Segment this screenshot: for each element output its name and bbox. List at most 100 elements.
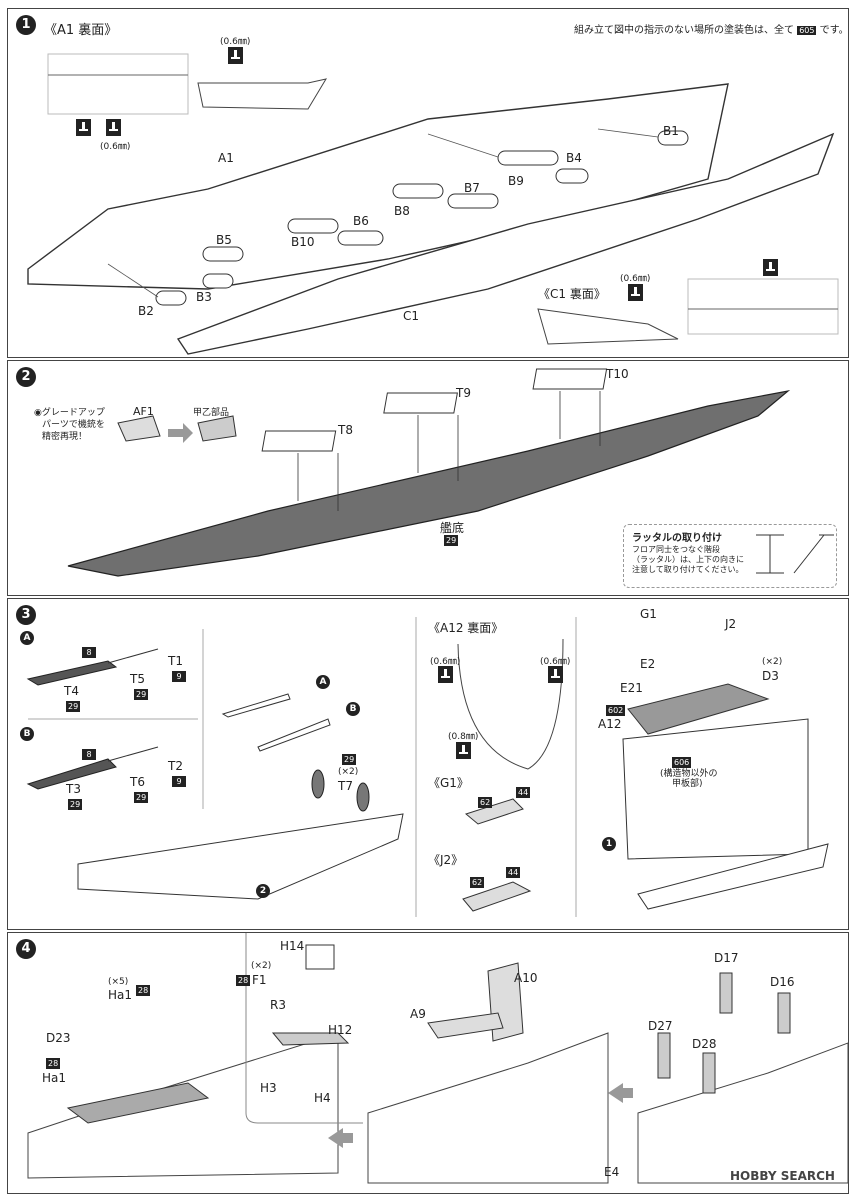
part-a12: A12 (598, 717, 622, 731)
g1-color-chip: 44 (516, 787, 531, 798)
t6-color-chip: 29 (134, 792, 149, 803)
bottom-label: 艦底 (440, 521, 465, 535)
part-h4: H4 (314, 1091, 331, 1105)
part-g1: G1 (640, 607, 657, 621)
ladder-text-line: 注意して取り付けてください。 (632, 565, 744, 574)
part-a10: A10 (514, 971, 538, 985)
part-t5: T5 (130, 672, 145, 686)
part-ha1: Ha1 (108, 988, 133, 1002)
part-a9: A9 (410, 1007, 426, 1021)
part-d3: D3 (762, 669, 779, 683)
propeller-assembly-drawing (26, 617, 829, 917)
part-d16: D16 (770, 975, 795, 989)
drill-mark-icon (548, 666, 563, 683)
drill-note-a1-top: (0.6㎜) (220, 37, 251, 47)
c1-back-label: 《C1 裏面》 (538, 287, 606, 301)
t4-color-chip: 29 (66, 701, 81, 712)
part-b5: B5 (216, 233, 232, 247)
ladder-text: フロア同士をつなぐ階段 （ラッタル）は、上下の向きに 注意して取り付けてください… (632, 545, 744, 575)
drill-mark-icon (106, 119, 121, 136)
part-e2: E2 (640, 657, 656, 671)
drill-note-c1: (0.6㎜) (620, 274, 651, 284)
paint-code-chip: 605 (797, 26, 817, 35)
a1-back-label: 《A1 裏面》 (44, 23, 118, 38)
part-t10: T10 (606, 367, 629, 381)
upgrade-line: ◉グレードアップ (34, 408, 105, 418)
sub-assembly-a-ref: A (316, 675, 330, 689)
part-t8: T8 (338, 423, 353, 437)
j2-color-chip: 62 (470, 877, 485, 888)
drill-08: (0.8㎜) (448, 732, 479, 742)
part-e21: E21 (620, 681, 643, 695)
part-b4: B4 (566, 151, 582, 165)
f1-color-chip: 28 (236, 975, 251, 986)
sub-assembly-b-marker: B (20, 727, 34, 741)
part-b3: B3 (196, 290, 212, 304)
g1-title: 《G1》 (428, 776, 469, 790)
paint-note-suffix: です。 (819, 25, 849, 36)
paint-note-text: 組み立て図中の指示のない場所の塗装色は、全て (574, 25, 794, 36)
part-ha1-left: Ha1 (42, 1071, 67, 1085)
watermark: HOBBY SEARCH (730, 1169, 835, 1183)
part-b1: B1 (663, 124, 679, 138)
t2-color-chip: 9 (172, 776, 186, 787)
part-h12: H12 (328, 1023, 353, 1037)
hull-bottom-drawing (67, 368, 791, 577)
d3-count: (×2) (762, 657, 783, 667)
part-d27: D27 (648, 1019, 673, 1033)
a12-back-label: 《A12 裏面》 (428, 621, 504, 635)
part-t4: T4 (64, 684, 79, 698)
step-number: 3 (16, 605, 36, 625)
deck-note-line: 甲板部) (672, 779, 703, 789)
ladder-diagram (756, 534, 834, 574)
drill-mark-icon (438, 666, 453, 683)
drill-mark-icon (628, 284, 643, 301)
f1-count: (×2) (251, 961, 272, 971)
part-b9: B9 (508, 174, 524, 188)
step-1-ref: 1 (602, 837, 616, 851)
step-2-ref: 2 (256, 884, 270, 898)
a12-color-chip: 602 (606, 705, 626, 716)
ladder-title: ラッタルの取り付け (632, 533, 722, 544)
part-t7: T7 (338, 779, 353, 793)
ha1-count: (×5) (108, 977, 129, 987)
part-h3: H3 (260, 1081, 277, 1095)
part-t1: T1 (168, 654, 183, 668)
deck-color-chip: 606 (672, 757, 692, 768)
sub-assembly-a-marker: A (20, 631, 34, 645)
hull-upper-drawing (27, 53, 839, 355)
t1-color-chip: 9 (172, 671, 186, 682)
part-t2: T2 (168, 759, 183, 773)
part-af1: AF1 (133, 405, 154, 418)
j2-color-chip: 44 (506, 867, 521, 878)
j2-title: 《J2》 (428, 853, 464, 867)
deck-note: (構造物以外の 甲板部) (660, 769, 718, 789)
upgrade-note: ◉グレードアップ パーツで機銃を 精密再現！ (34, 407, 105, 443)
part-t6: T6 (130, 775, 145, 789)
ha1-color-chip: 28 (136, 985, 151, 996)
t7-color-chip: 29 (342, 754, 357, 765)
step-1-panel: 1 《A1 裏面》 組み立て図中の指示のない場所の塗装色は、全て 605 です。 (7, 8, 849, 358)
part-b6: B6 (353, 214, 369, 228)
part-e4: E4 (604, 1165, 620, 1179)
sub-assembly-b-ref: B (346, 702, 360, 716)
part-b10: B10 (291, 235, 315, 249)
kouotsu-label: 甲乙部品 (193, 408, 230, 418)
superstructure-drawing (27, 933, 848, 1184)
drill-06-right: (0.6㎜) (540, 657, 571, 667)
part-j2: J2 (725, 617, 737, 631)
bottom-color-chip: 29 (444, 535, 459, 546)
drill-note-a1: (0.6㎜) (100, 142, 131, 152)
step-number: 1 (16, 15, 36, 35)
t5-color-chip: 29 (134, 689, 149, 700)
drill-06-left: (0.6㎜) (430, 657, 461, 667)
part-r3: R3 (270, 998, 286, 1012)
step-2-panel: 2 ◉グレードアップ パーツで機銃を 精密再現！ AF1 甲乙部品 T8 T9 … (7, 360, 849, 596)
drill-mark-icon (456, 742, 471, 759)
ladder-text-line: フロア同士をつなぐ階段 (632, 545, 720, 554)
deck-note-line: (構造物以外の (660, 769, 718, 779)
drill-mark-icon (76, 119, 91, 136)
ladder-text-line: （ラッタル）は、上下の向きに (632, 555, 744, 564)
part-b2: B2 (138, 304, 154, 318)
step-4-panel: 4 (×5) Ha1 28 D23 28 Ha1 H14 (×2) 28 F1 … (7, 932, 849, 1194)
